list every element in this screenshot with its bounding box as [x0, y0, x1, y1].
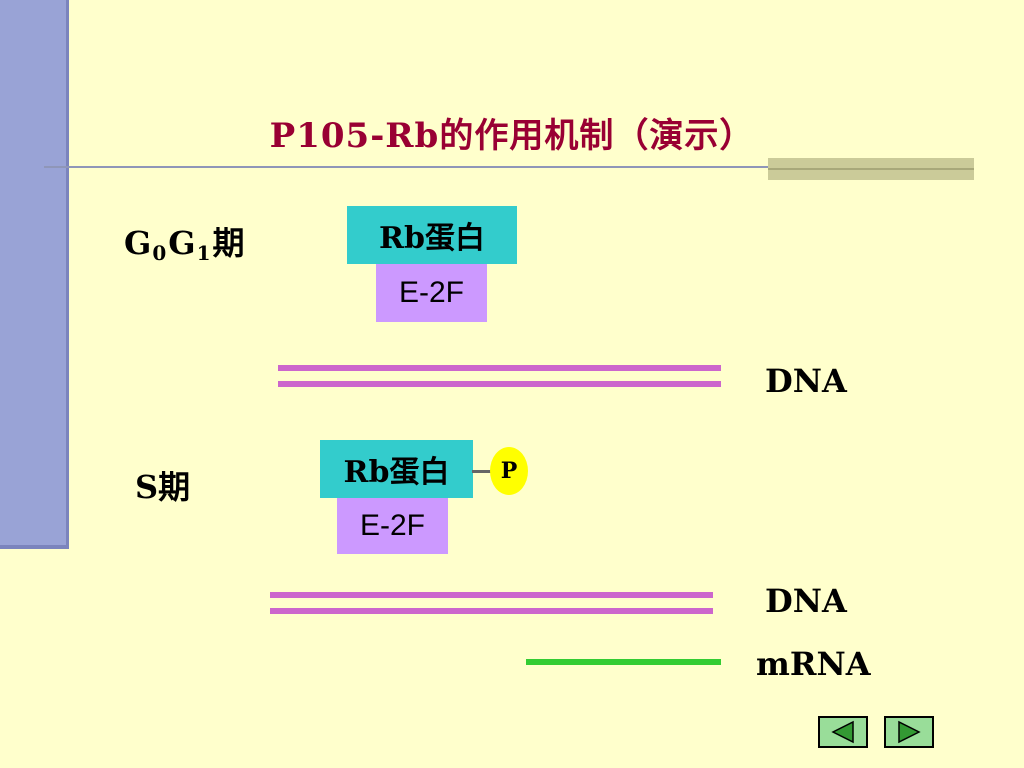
rb-protein-box-g1: Rb蛋白 — [347, 206, 517, 264]
g1-letter: G — [168, 224, 196, 262]
triangle-right-icon — [898, 720, 921, 744]
e2f-label: E-2F — [359, 509, 425, 542]
dna-strand-bottom-g1 — [278, 381, 721, 387]
stage-label-g0-g1: G0G1期 — [124, 218, 245, 265]
title-divider — [44, 166, 974, 168]
sidebar-shadow-bottom — [0, 545, 69, 549]
triangle-left-icon — [831, 720, 854, 744]
stage-label-s: S期 — [135, 468, 191, 506]
phosphate-bond-line — [472, 470, 492, 473]
g0-subscript: 0 — [152, 241, 167, 265]
phosphate-circle: P — [490, 447, 528, 495]
sidebar-decoration — [0, 0, 66, 546]
e2f-label: E-2F — [398, 276, 464, 309]
dna-label-s: DNA — [765, 582, 847, 620]
sidebar-shadow-right — [66, 0, 69, 549]
dna-label-g1: DNA — [765, 362, 847, 400]
e2f-box-s: E-2F — [337, 498, 448, 554]
dna-strand-top-s — [270, 592, 713, 598]
mrna-label: mRNA — [756, 645, 871, 683]
g0-letter: G — [124, 224, 152, 262]
next-slide-button[interactable] — [884, 716, 934, 748]
dna-strand-top-g1 — [278, 365, 721, 371]
slide-title: P105-Rb的作用机制（演示） — [269, 116, 755, 156]
previous-slide-button[interactable] — [818, 716, 868, 748]
mrna-strand — [526, 659, 721, 665]
title-accent-line — [768, 168, 974, 170]
rb-protein-label: Rb蛋白 — [343, 455, 450, 490]
rb-protein-label: Rb蛋白 — [379, 221, 485, 256]
e2f-box-g1: E-2F — [376, 264, 487, 322]
phosphate-label: P — [500, 458, 518, 484]
dna-strand-bottom-s — [270, 608, 713, 614]
rb-protein-box-s: Rb蛋白 — [320, 440, 473, 498]
g1-subscript: 1 — [196, 241, 211, 265]
stage1-suffix: 期 — [212, 224, 245, 262]
